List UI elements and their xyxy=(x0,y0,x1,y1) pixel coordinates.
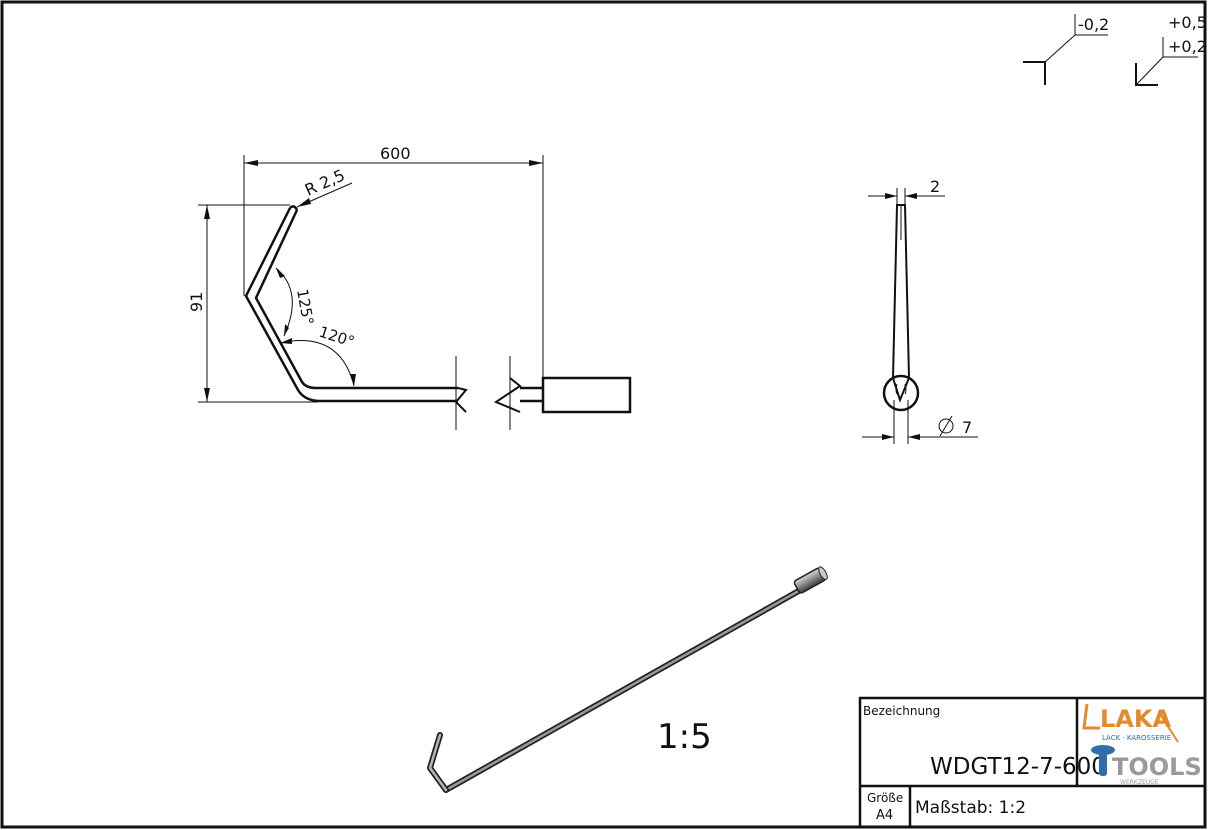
laka-tools-logo: LAKA LACK · KAROSSERIE TOOLS WERKZEUGE xyxy=(1082,703,1202,786)
dim-thickness: 2 xyxy=(930,177,940,196)
tolerance-plus-bottom-text: +0,2 xyxy=(1168,37,1207,56)
iso-scale-note: 1:5 xyxy=(657,717,712,757)
dim-angle-125: 125° xyxy=(293,288,317,327)
dim-length-600: 600 xyxy=(380,144,411,163)
front-view: 600 91 R 2,5 125° 120° xyxy=(187,144,632,430)
logo-brand-top: LAKA xyxy=(1100,705,1171,733)
size-label: Größe xyxy=(867,791,903,805)
size-value: A4 xyxy=(876,808,893,823)
iso-handle xyxy=(793,566,828,594)
side-view: 2 7 xyxy=(862,177,978,444)
logo-brand-bottom-sub: WERKZEUGE xyxy=(1120,779,1159,786)
iso-view: 1:5 xyxy=(427,566,828,793)
title-block: Bezeichnung WDGT12-7-600 Größe A4 Maßsta… xyxy=(858,696,1207,829)
tolerance-symbol-minus: -0,2 xyxy=(1023,14,1109,85)
logo-t-head-icon xyxy=(1091,745,1115,755)
diameter-symbol-icon xyxy=(938,418,954,434)
scale-label: Maßstab: 1:2 xyxy=(915,798,1026,818)
tolerance-symbol-plus: +0,5 +0,2 xyxy=(1135,13,1207,86)
logo-brand-bottom: TOOLS xyxy=(1112,753,1202,781)
rod-section-circle xyxy=(882,374,920,412)
designation-label: Bezeichnung xyxy=(863,704,940,718)
tolerance-minus-text: -0,2 xyxy=(1078,15,1109,34)
logo-brand-top-sub: LACK · KAROSSERIE xyxy=(1102,734,1171,742)
tolerance-plus-top-text: +0,5 xyxy=(1168,13,1207,32)
part-number: WDGT12-7-600 xyxy=(930,754,1106,780)
dim-height-91: 91 xyxy=(187,292,206,312)
handle-sleeve xyxy=(541,376,632,414)
dim-diameter: 7 xyxy=(962,418,972,437)
dim-angle-120: 120° xyxy=(317,323,357,351)
